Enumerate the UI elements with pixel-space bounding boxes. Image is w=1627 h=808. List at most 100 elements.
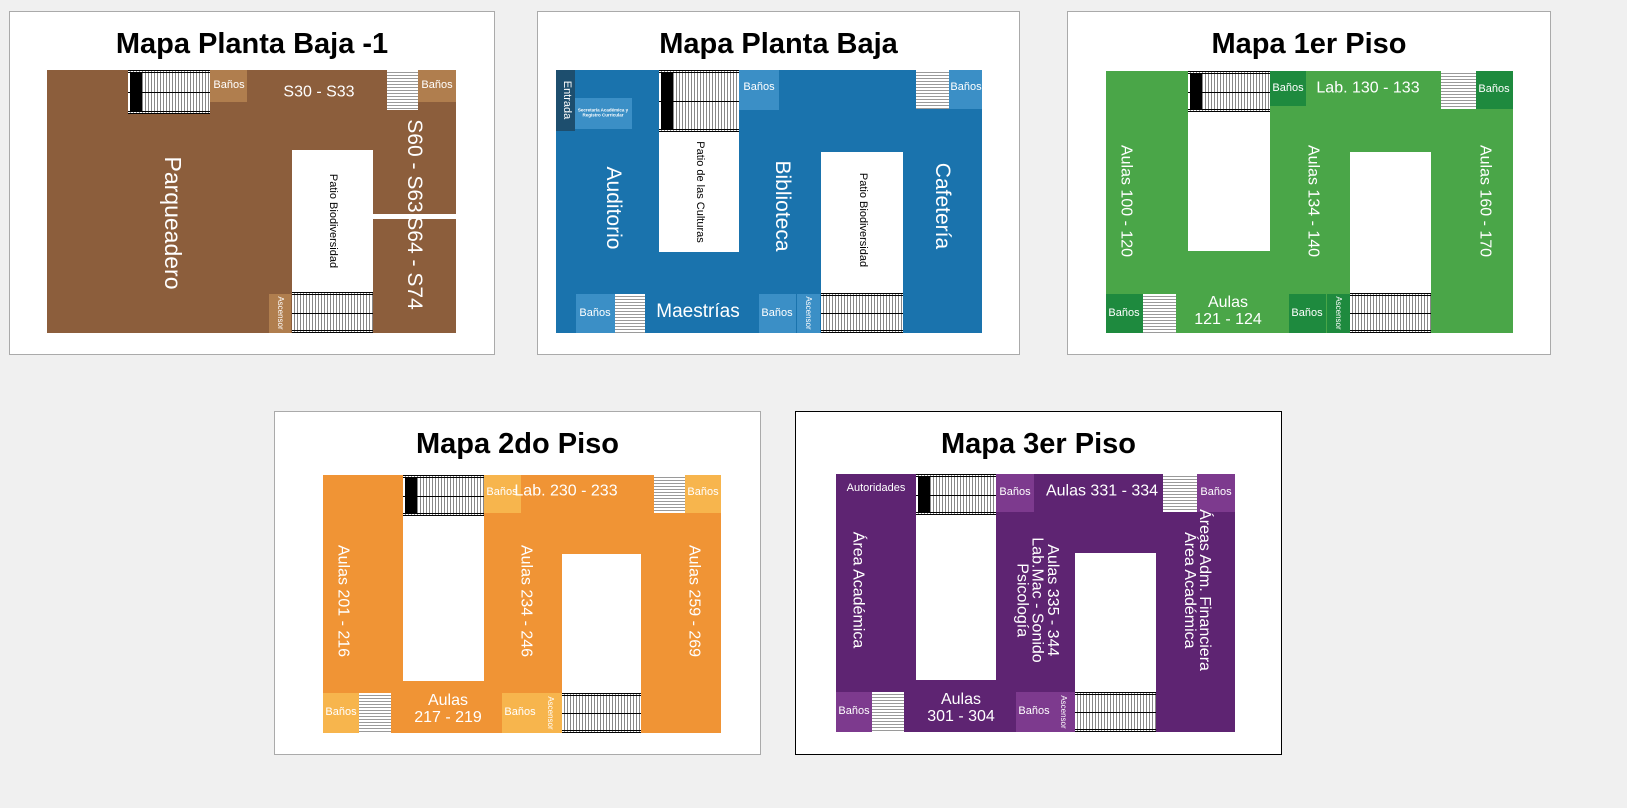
- restroom-area[interactable]: [1270, 71, 1306, 106]
- patio-biodiversidad[interactable]: [292, 150, 373, 292]
- restroom-area[interactable]: [484, 475, 521, 513]
- restroom-area[interactable]: [836, 692, 872, 732]
- divider: [373, 214, 456, 219]
- restroom-area[interactable]: [1106, 294, 1143, 333]
- area-label-biblioteca: Biblioteca: [771, 160, 795, 252]
- restroom-area[interactable]: [502, 693, 539, 733]
- elevator-label: Ascensor: [1334, 296, 1344, 330]
- restroom-area[interactable]: [210, 70, 247, 102]
- elevator-area[interactable]: [269, 294, 291, 333]
- area-label-auditorio: Auditorio: [602, 166, 626, 250]
- patio[interactable]: [1350, 152, 1431, 293]
- restroom-area[interactable]: [759, 294, 796, 333]
- restroom-label: Baños: [579, 307, 611, 320]
- map-panel-1er-piso[interactable]: Mapa 1er Piso Baños Lab. 130 - 133 Baños…: [1067, 11, 1551, 355]
- elevator-label: Ascensor: [546, 696, 556, 730]
- restroom-area[interactable]: [996, 474, 1034, 512]
- stairs-icon: [387, 70, 418, 110]
- floor-plan: Baños Lab. 130 - 133 Baños Baños Aulas 1…: [1106, 71, 1513, 333]
- elevator-area[interactable]: [797, 294, 820, 333]
- escalator-icon: [1188, 71, 1270, 112]
- floor-plan: Baños S30 - S33 Baños Patio Biodiversida…: [47, 70, 456, 333]
- room-label-right: Aulas 259 - 269: [685, 544, 703, 658]
- stairs-icon: [916, 70, 949, 109]
- map-panel-planta-baja[interactable]: Mapa Planta Baja Entrada Secretaría Acad…: [537, 11, 1020, 355]
- restroom-label: Baños: [1478, 83, 1510, 96]
- map-title: Mapa 3er Piso: [940, 428, 1137, 460]
- patio-biodiversidad[interactable]: [821, 152, 903, 293]
- patio[interactable]: [1075, 553, 1156, 692]
- restroom-label: Baños: [421, 79, 453, 92]
- restroom-label: Baños: [838, 705, 870, 718]
- floor-plan: Entrada Secretaría Académica y Registro …: [556, 70, 982, 333]
- map-title: Mapa Planta Baja -1: [115, 28, 389, 60]
- patio[interactable]: [403, 516, 484, 681]
- restroom-area[interactable]: [1289, 294, 1326, 333]
- elevator-area[interactable]: [1052, 692, 1075, 732]
- escalator-icon: [1350, 293, 1431, 333]
- restroom-area[interactable]: [1476, 71, 1513, 109]
- map-title: Mapa 2do Piso: [415, 428, 620, 460]
- stairs-icon: [1163, 474, 1197, 512]
- room-label-mid: Aulas 234 - 246: [517, 544, 535, 658]
- restroom-area[interactable]: [949, 70, 982, 109]
- map-title: Mapa Planta Baja: [659, 28, 898, 60]
- restroom-label: Baños: [743, 81, 775, 94]
- area-label-maestrias: Maestrías: [656, 301, 740, 323]
- restroom-area[interactable]: [576, 294, 615, 333]
- secretaria-area[interactable]: [575, 98, 632, 129]
- restroom-area[interactable]: [1016, 692, 1052, 732]
- restroom-label: Baños: [1200, 486, 1232, 499]
- restroom-area[interactable]: [685, 475, 721, 513]
- room-label-left: Aulas 100 - 120: [1117, 144, 1135, 258]
- patio-label: Patio de las Culturas: [693, 141, 706, 243]
- restroom-label: Baños: [1108, 307, 1140, 320]
- area-label-left: Área Académica: [849, 531, 867, 649]
- restroom-label: Baños: [950, 81, 982, 94]
- elevator-area[interactable]: [539, 693, 562, 733]
- patio[interactable]: [916, 515, 996, 680]
- restroom-area[interactable]: [739, 70, 779, 110]
- escalator-icon: [562, 693, 641, 733]
- room-label-s60: S60 - S63: [403, 119, 427, 213]
- room-label-lab: Lab. 230 - 233: [514, 482, 618, 500]
- escalator-icon: [292, 292, 373, 333]
- room-label-s30: S30 - S33: [283, 83, 355, 101]
- escalator-icon: [403, 475, 484, 516]
- patio-culturas[interactable]: [659, 132, 739, 252]
- restroom-area[interactable]: [418, 70, 456, 102]
- restroom-label: Baños: [761, 307, 793, 320]
- escalator-icon: [1075, 692, 1156, 732]
- stairs-icon: [654, 475, 685, 513]
- secretaria-label: Secretaría Académica y Registro Curricul…: [577, 107, 629, 117]
- entrance-area[interactable]: [556, 70, 575, 131]
- stairs-icon: [1441, 71, 1476, 109]
- escalator-icon: [128, 70, 210, 114]
- patio-label: Patio Biodiversidad: [856, 172, 869, 268]
- map-title: Mapa 1er Piso: [1211, 28, 1407, 60]
- map-panel-2do-piso[interactable]: Mapa 2do Piso Baños Lab. 230 - 233 Baños…: [274, 411, 761, 755]
- elevator-label: Ascensor: [1059, 695, 1069, 729]
- restroom-label: Baños: [486, 486, 518, 499]
- restroom-area[interactable]: [323, 693, 359, 733]
- patio[interactable]: [562, 554, 641, 693]
- room-label-bottom: Aulas 217 - 219: [414, 692, 482, 726]
- restroom-label: Baños: [687, 486, 719, 499]
- restroom-label: Baños: [1272, 82, 1304, 95]
- room-label-s64: S64 - S74: [403, 216, 427, 310]
- room-label-bottom: Aulas 301 - 304: [927, 691, 995, 725]
- restroom-area[interactable]: [1197, 474, 1235, 512]
- escalator-icon: [821, 293, 903, 333]
- map-panel-3er-piso[interactable]: Mapa 3er Piso Autoridades Baños Aulas 33…: [795, 411, 1282, 755]
- map-panel-planta-baja-1[interactable]: Mapa Planta Baja -1 Baños S30 - S33 Baño…: [9, 11, 495, 355]
- floor-plan: Autoridades Baños Aulas 331 - 334 Baños …: [836, 474, 1235, 732]
- elevator-area[interactable]: [1327, 294, 1350, 333]
- area-label-cafeteria: Cafetería: [931, 162, 955, 250]
- restroom-label: Baños: [1018, 705, 1050, 718]
- stairs-icon: [872, 692, 904, 732]
- patio[interactable]: [1188, 112, 1270, 251]
- area-label-parqueadero: Parqueadero: [160, 156, 187, 290]
- escalator-icon: [916, 474, 996, 515]
- stairs-icon: [1143, 294, 1176, 333]
- area-label-right: Áreas Adm. Financiera Área Académica: [1181, 509, 1214, 671]
